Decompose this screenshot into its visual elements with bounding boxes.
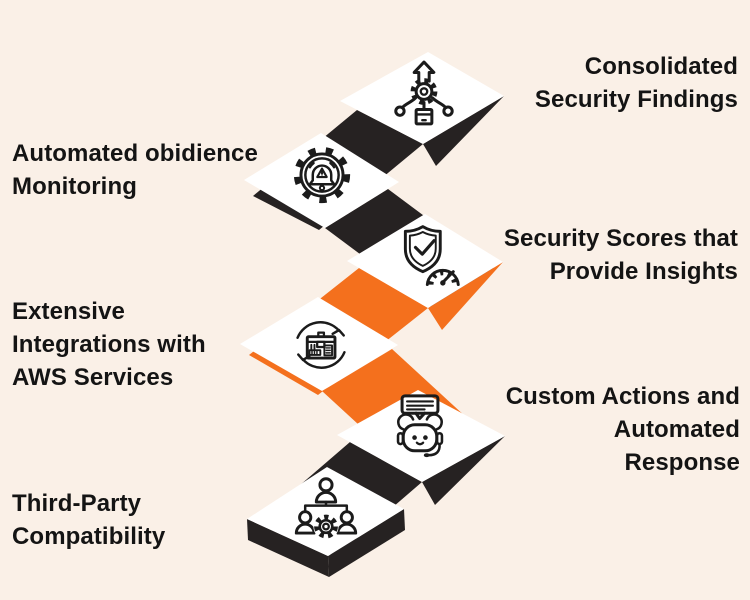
tile-diamond-3 [347, 214, 503, 308]
tile-6-base-left [247, 519, 329, 577]
tile-diamond-6 [247, 467, 404, 556]
label-line: Provide Insights [549, 258, 738, 285]
feature-label-extensive-integrations: Extensive Integrations with AWS Services [12, 295, 206, 394]
label-line: Extensive [12, 298, 125, 325]
feature-label-custom-actions: Custom Actions and Automated Response [506, 380, 740, 479]
feature-label-third-party: Third-Party Compatibility [12, 487, 165, 553]
label-line: Consolidated [584, 53, 738, 80]
label-line: Third-Party [12, 490, 142, 517]
deployment-distribution-icon [394, 60, 454, 126]
label-line: AWS Services [12, 364, 174, 391]
ribbon-sideface-3 [428, 262, 503, 330]
label-line: Automated obidience [12, 140, 258, 167]
label-line: Compatibility [12, 523, 166, 550]
label-line: Automated [613, 416, 740, 443]
ribbon-sideface-5 [422, 436, 505, 505]
tile-6-base-right [328, 509, 405, 577]
feature-label-security-scores: Security Scores that Provide Insights [504, 222, 738, 288]
gear-alert-bell-icon [293, 146, 351, 204]
tile-diamond-4 [240, 297, 398, 391]
ribbon-sideface-1 [423, 96, 504, 166]
label-line: Custom Actions and [505, 383, 740, 410]
feature-label-consolidated-security-findings: Consolidated Security Findings [535, 50, 738, 116]
feature-label-automated-monitoring: Automated obidience Monitoring [12, 137, 258, 203]
chatbot-icon [396, 394, 444, 458]
tile-diamond-2 [244, 133, 399, 228]
integration-cycle-icon [296, 321, 346, 369]
shield-check-gauge-icon [403, 225, 463, 287]
team-gear-icon [294, 477, 358, 540]
label-line: Security Scores that [503, 225, 738, 252]
label-line: Response [624, 449, 740, 476]
label-line: Integrations with [12, 331, 206, 358]
label-line: Security Findings [534, 86, 738, 113]
icons [293, 60, 463, 540]
label-line: Monitoring [12, 173, 137, 200]
